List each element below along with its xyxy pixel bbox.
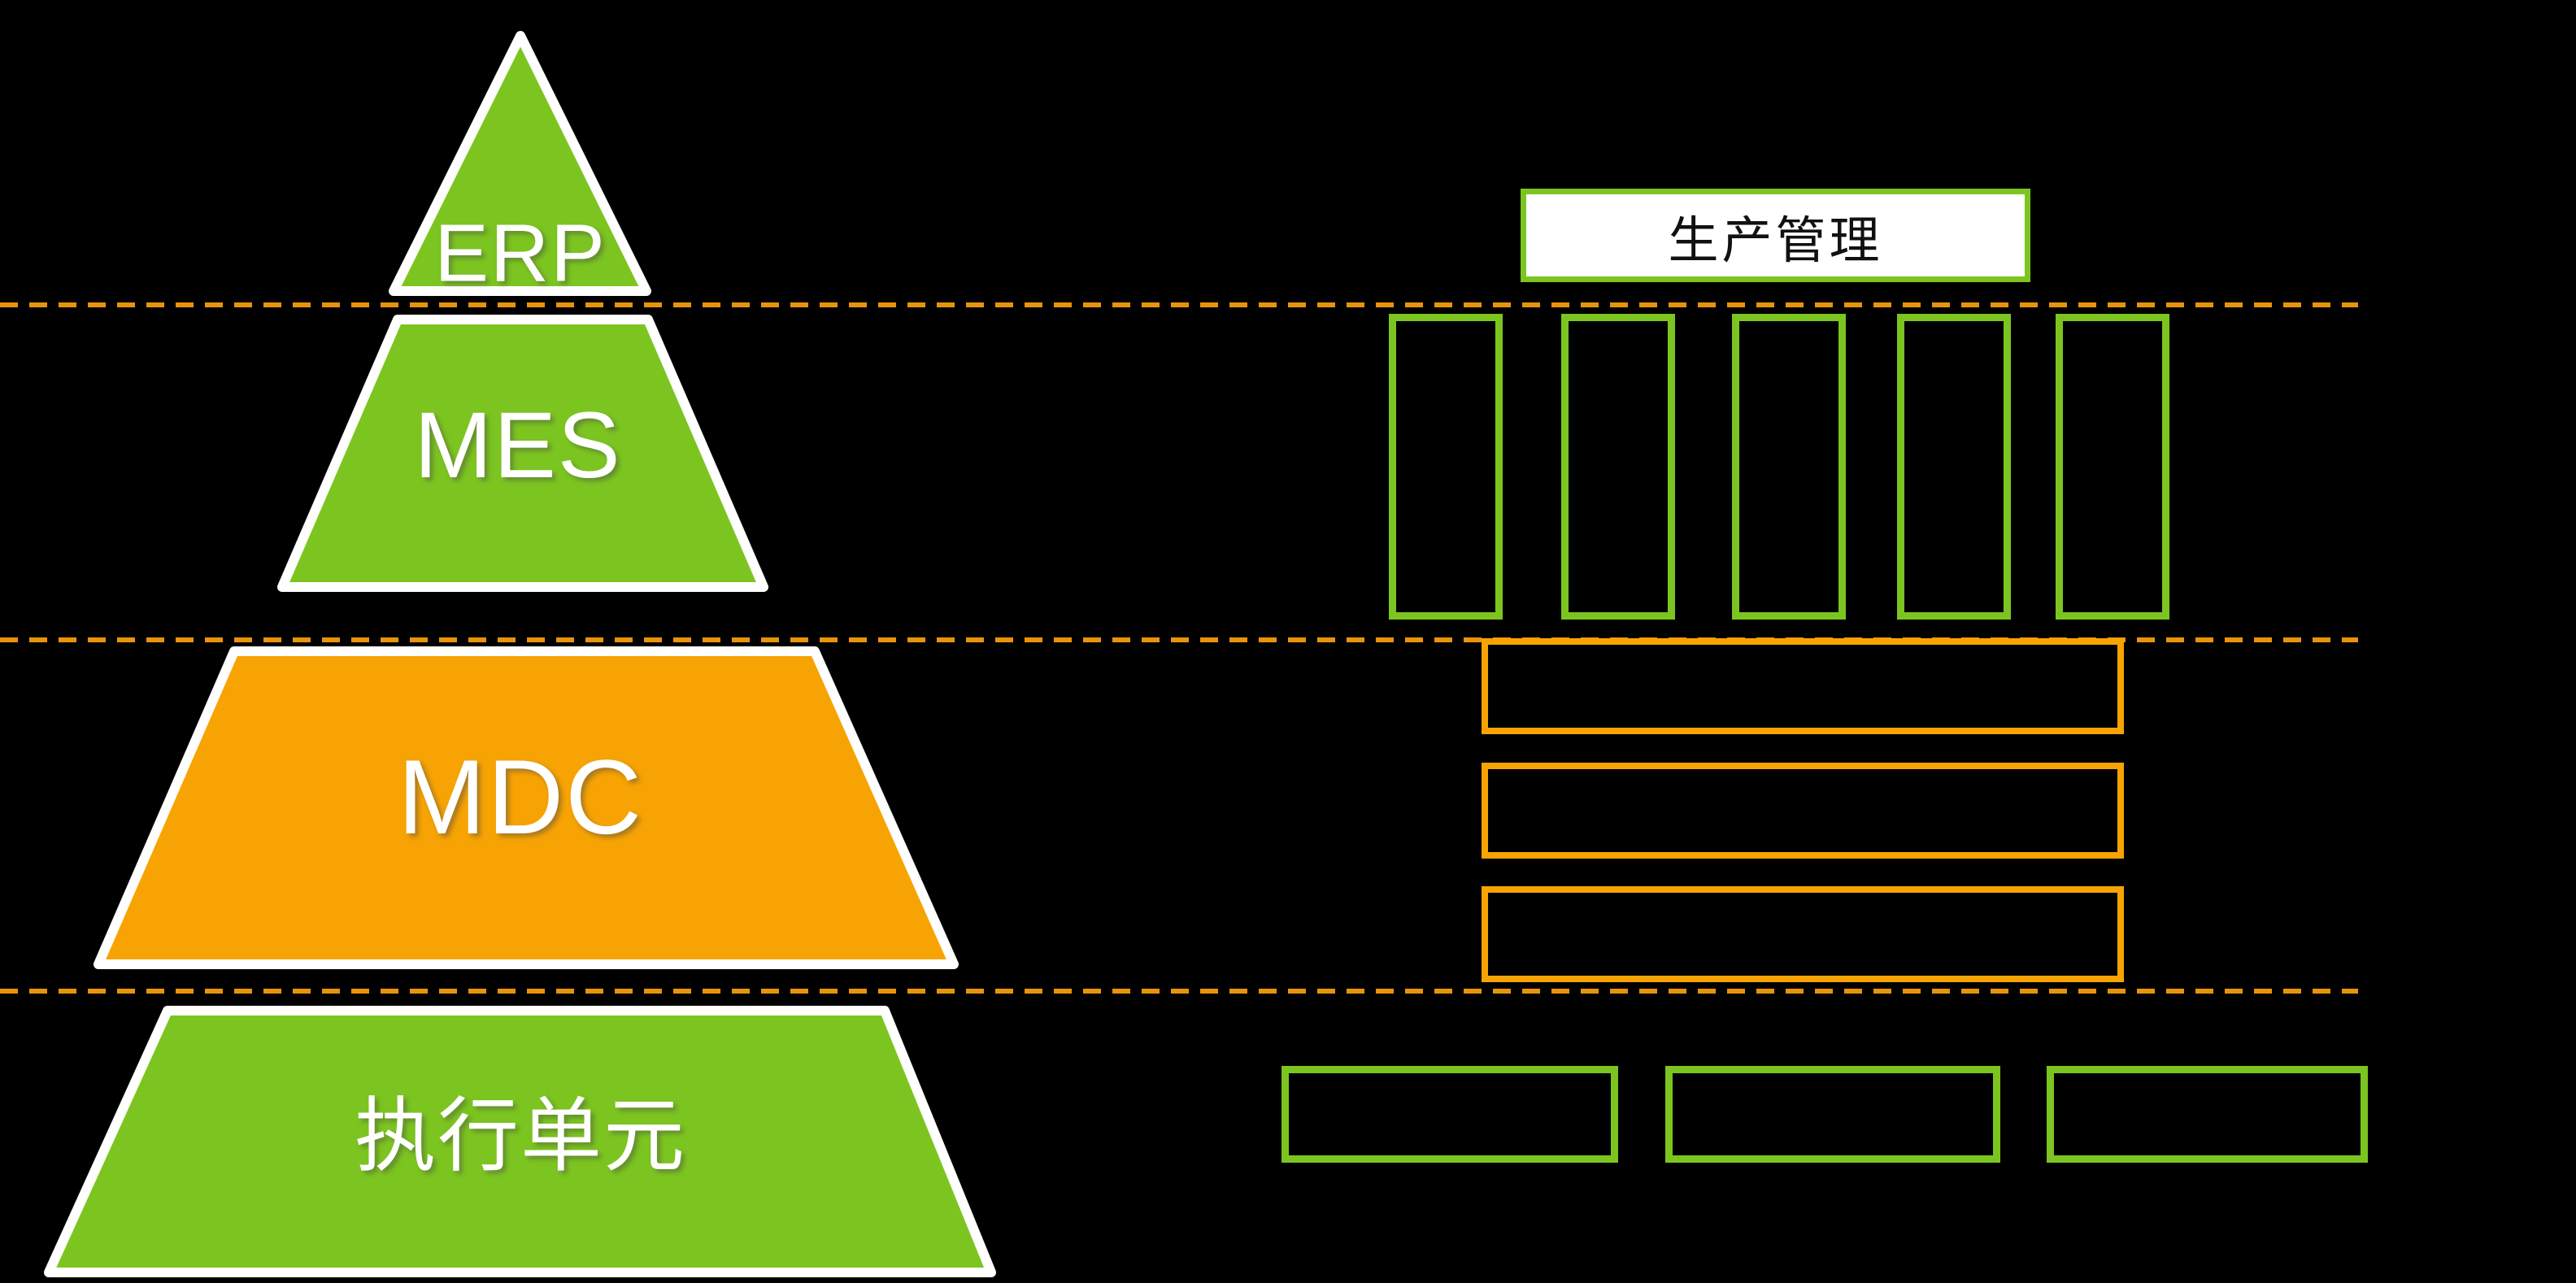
production-management-box: 生产管理 [1521,189,2030,282]
mdc-module-box [1482,638,2124,734]
mes-shape [277,315,768,592]
erp-label: ERP [434,207,607,299]
mes-label: MES [414,394,622,498]
production-management-label: 生产管理 [1668,212,1883,269]
mes-module-box [1389,314,1503,620]
execution-unit-shape [44,1006,996,1277]
mes-module-box [1732,314,1846,620]
mdc-shape [94,646,959,969]
pyramid [44,31,996,1277]
mes-module-box [1897,314,2011,620]
separator-line-bottom [0,989,2358,994]
mes-module-box [1561,314,1675,620]
execution-module-box [2047,1066,2368,1163]
mdc-label: MDC [397,737,644,856]
mes-module-box [2056,314,2169,620]
execution-module-box [1281,1066,1618,1163]
separator-line-middle [0,637,2358,642]
erp-shape [389,31,651,296]
mdc-module-box [1482,886,2124,982]
execution-module-box [1665,1066,2000,1163]
separator-line-top [0,302,2358,307]
mdc-module-box [1482,763,2124,859]
execution-unit-label: 执行单元 [355,1090,686,1182]
